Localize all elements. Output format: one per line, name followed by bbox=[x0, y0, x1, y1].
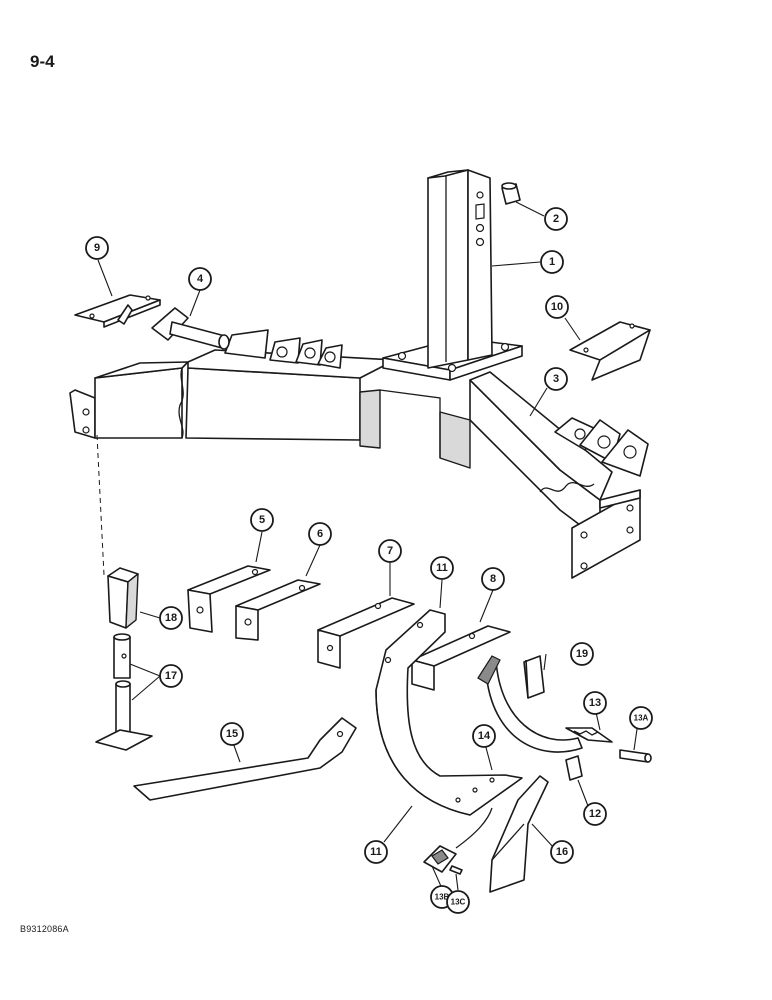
page-number: 9-4 bbox=[30, 52, 55, 71]
svg-text:7: 7 bbox=[387, 545, 393, 557]
bolt-part-12 bbox=[565, 755, 583, 781]
svg-text:9: 9 bbox=[94, 242, 100, 254]
callout-9: 9 bbox=[85, 236, 109, 260]
plate-part-9 bbox=[74, 294, 161, 328]
callout-19: 19 bbox=[570, 642, 594, 666]
bushing-part-2 bbox=[501, 182, 521, 205]
callout-1: 1 bbox=[540, 250, 564, 274]
pin-part-4 bbox=[151, 307, 230, 350]
svg-text:13C: 13C bbox=[451, 898, 466, 907]
leader-lines bbox=[97, 201, 639, 894]
svg-text:11: 11 bbox=[436, 562, 448, 574]
sweep-part-16 bbox=[489, 775, 549, 893]
callout-18: 18 bbox=[159, 606, 183, 630]
callout-14: 14 bbox=[472, 724, 496, 748]
callout-5: 5 bbox=[250, 508, 274, 532]
svg-text:6: 6 bbox=[317, 528, 323, 540]
bracket-part-18 bbox=[107, 567, 139, 629]
svg-text:2: 2 bbox=[553, 213, 559, 225]
callout-11-lower: 11 bbox=[364, 840, 388, 864]
pin-part-13c bbox=[449, 865, 463, 875]
callout-8: 8 bbox=[481, 567, 505, 591]
callout-7: 7 bbox=[378, 539, 402, 563]
bracket-part-7 bbox=[317, 597, 415, 669]
point-motion-arrow bbox=[455, 807, 493, 849]
bracket-part-8 bbox=[411, 625, 511, 691]
clip-part-13 bbox=[565, 727, 613, 743]
mast-part-1 bbox=[427, 169, 493, 369]
svg-text:3: 3 bbox=[553, 373, 559, 385]
svg-text:14: 14 bbox=[478, 730, 491, 742]
bracket-part-5 bbox=[187, 565, 271, 633]
callout-10: 10 bbox=[545, 295, 569, 319]
callout-17: 17 bbox=[159, 664, 183, 688]
figure-reference: B9312086A bbox=[20, 924, 69, 934]
bracket-part-6 bbox=[235, 579, 321, 641]
svg-text:12: 12 bbox=[589, 808, 601, 820]
svg-text:5: 5 bbox=[259, 514, 265, 526]
callout-2: 2 bbox=[544, 207, 568, 231]
svg-text:4: 4 bbox=[197, 273, 204, 285]
svg-text:17: 17 bbox=[165, 670, 177, 682]
svg-text:13A: 13A bbox=[634, 714, 649, 723]
callout-13c: 13C bbox=[446, 890, 470, 914]
callout-3: 3 bbox=[544, 367, 568, 391]
svg-text:11: 11 bbox=[370, 846, 382, 858]
svg-text:15: 15 bbox=[226, 728, 238, 740]
main-frame-assembly bbox=[69, 329, 649, 579]
svg-text:10: 10 bbox=[551, 301, 563, 313]
svg-text:16: 16 bbox=[556, 846, 568, 858]
jack-stand-part-17 bbox=[95, 633, 153, 751]
callout-4: 4 bbox=[188, 267, 212, 291]
shank-part-11 bbox=[375, 609, 523, 816]
plate-part-10 bbox=[569, 321, 651, 381]
callout-6: 6 bbox=[308, 522, 332, 546]
svg-text:13B: 13B bbox=[435, 893, 450, 902]
callout-12: 12 bbox=[583, 802, 607, 826]
alignment-line bbox=[96, 434, 105, 576]
pin-part-13a bbox=[619, 749, 652, 763]
spring-shank bbox=[477, 655, 583, 753]
svg-text:13: 13 bbox=[589, 697, 601, 709]
callout-11-upper: 11 bbox=[430, 556, 454, 580]
callout-15: 15 bbox=[220, 722, 244, 746]
svg-text:8: 8 bbox=[490, 573, 496, 585]
svg-text:18: 18 bbox=[165, 612, 177, 624]
sweep-part-15 bbox=[133, 717, 357, 801]
clip-part-19 bbox=[523, 655, 545, 699]
svg-text:19: 19 bbox=[576, 648, 588, 660]
callout-13a: 13A bbox=[629, 706, 653, 730]
callout-16: 16 bbox=[550, 840, 574, 864]
callout-13: 13 bbox=[583, 691, 607, 715]
point-part-13b bbox=[423, 845, 457, 873]
svg-text:1: 1 bbox=[549, 256, 555, 268]
